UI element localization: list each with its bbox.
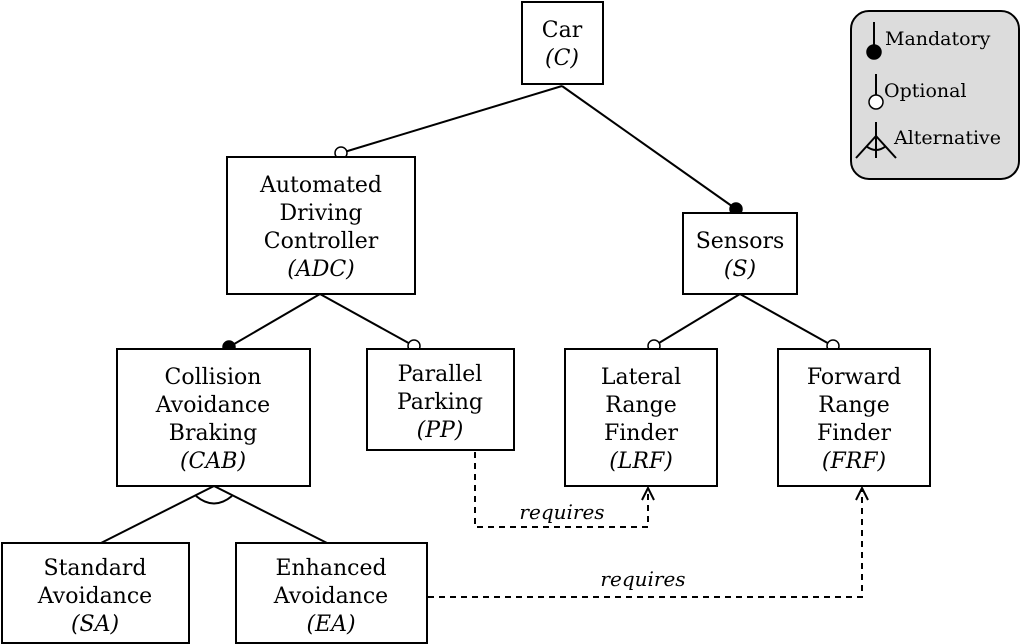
node-lrf: Lateral Range Finder (LRF) <box>564 348 718 487</box>
node-adc-line-2: Driving <box>280 201 363 226</box>
node-cab-line-3: Braking <box>169 421 257 446</box>
node-frf-abbr: (FRF) <box>822 449 886 474</box>
node-car: Car (C) <box>521 1 604 85</box>
node-car-label: Car <box>542 18 583 43</box>
node-sa-line-1: Standard <box>44 556 147 581</box>
alternative-arc <box>195 495 233 505</box>
requires-ea-frf <box>428 490 863 598</box>
legend-mandatory-icon <box>866 44 882 60</box>
node-ea: Enhanced Avoidance (EA) <box>235 542 428 644</box>
node-lrf-line-2: Range <box>605 393 676 418</box>
node-ea-line-1: Enhanced <box>275 556 386 581</box>
node-sensors: Sensors (S) <box>682 212 798 295</box>
node-pp-line-2: Parking <box>397 390 483 415</box>
requires-pp-lrf <box>474 452 649 528</box>
node-lrf-line-3: Finder <box>604 421 679 446</box>
requires-label-2: requires <box>600 567 685 591</box>
node-frf: Forward Range Finder (FRF) <box>777 348 931 487</box>
node-sa-line-2: Avoidance <box>37 584 152 609</box>
node-cab-line-2: Avoidance <box>155 393 270 418</box>
node-adc-line-3: Controller <box>264 229 379 254</box>
node-cab-line-1: Collision <box>165 365 262 390</box>
edge-car-sensors <box>561 85 737 210</box>
node-adc-line-1: Automated <box>259 173 382 198</box>
legend-optional-icon <box>868 94 884 110</box>
node-frf-line-3: Finder <box>817 421 892 446</box>
edge-cab-ea <box>213 485 328 544</box>
legend-alternative-icon <box>855 122 897 159</box>
edge-car-adc <box>340 85 563 154</box>
node-sa: Standard Avoidance (SA) <box>1 542 190 644</box>
node-pp: Parallel Parking (PP) <box>366 348 515 451</box>
node-sensors-abbr: (S) <box>724 257 756 282</box>
node-pp-line-1: Parallel <box>398 362 483 387</box>
node-lrf-line-1: Lateral <box>601 365 681 390</box>
node-cab: Collision Avoidance Braking (CAB) <box>116 348 311 487</box>
requires-label-1: requires <box>519 500 604 524</box>
legend-box <box>850 10 1020 180</box>
node-ea-line-2: Avoidance <box>273 584 388 609</box>
node-frf-line-1: Forward <box>807 365 901 390</box>
edge-adc-cab <box>228 293 321 348</box>
legend: Mandatory Optional Alternative <box>850 10 1020 180</box>
node-adc-abbr: (ADC) <box>287 257 355 282</box>
requires-arrowhead-lrf <box>641 485 655 501</box>
node-sensors-label: Sensors <box>696 229 785 254</box>
requires-arrowhead-frf <box>855 485 869 501</box>
node-adc: Automated Driving Controller (ADC) <box>226 156 416 295</box>
node-pp-abbr: (PP) <box>417 418 464 443</box>
edge-sensors-lrf <box>653 293 741 347</box>
node-cab-abbr: (CAB) <box>180 449 246 474</box>
edge-sensors-frf <box>739 293 834 347</box>
node-lrf-abbr: (LRF) <box>609 449 673 474</box>
legend-alternative-label: Alternative <box>893 127 1001 149</box>
node-sa-abbr: (SA) <box>71 612 119 637</box>
node-ea-abbr: (EA) <box>306 612 355 637</box>
edge-adc-pp <box>319 293 415 347</box>
legend-optional-label: Optional <box>884 80 967 102</box>
legend-mandatory-label: Mandatory <box>885 28 991 50</box>
node-frf-line-2: Range <box>818 393 889 418</box>
node-car-abbr: (C) <box>545 46 579 71</box>
edge-cab-sa <box>100 485 215 544</box>
